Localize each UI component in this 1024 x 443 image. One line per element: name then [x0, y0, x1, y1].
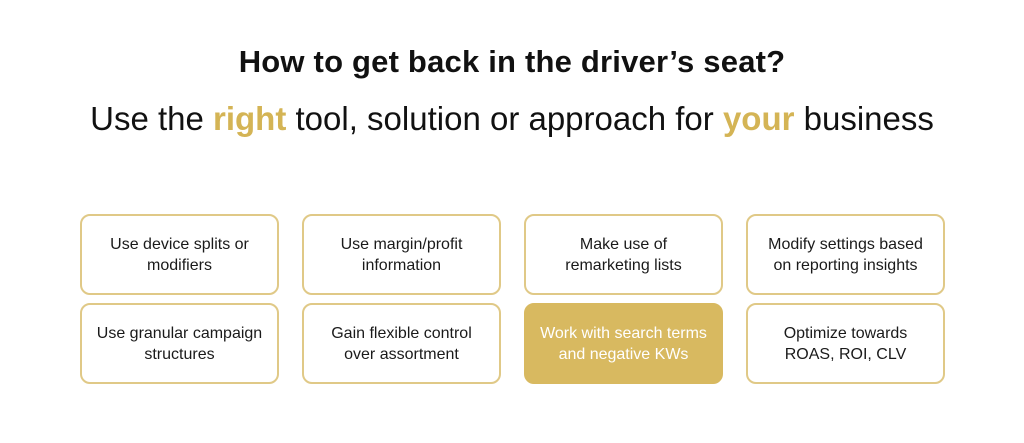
- card-text-line: Use device splits or: [110, 235, 249, 253]
- card-modify-settings: Modify settings based on reporting insig…: [746, 214, 945, 295]
- subtitle-text-middle: tool, solution or approach for: [286, 100, 723, 137]
- subtitle-text-before: Use the: [90, 100, 214, 137]
- subtitle-text-after: business: [794, 100, 934, 137]
- card-remarketing-lists: Make use of remarketing lists: [524, 214, 723, 295]
- card-text-line: ROAS, ROI, CLV: [784, 345, 907, 363]
- page-title: How to get back in the driver’s seat?: [238, 44, 786, 79]
- card-text-line: Use margin/profit: [340, 235, 463, 253]
- card-text-line: Gain flexible control: [331, 324, 472, 342]
- recommendation-grid: Use device splits or modifiers Use margi…: [80, 214, 945, 384]
- card-text-line: on reporting insights: [773, 256, 918, 274]
- card-margin-profit: Use margin/profit information: [302, 214, 501, 295]
- card-search-terms-highlighted: Work with search terms and negative KWs: [524, 303, 723, 384]
- card-text-line: Work with search terms: [540, 324, 707, 342]
- card-text-line: and negative KWs: [558, 345, 689, 363]
- subtitle-highlight-your: your: [722, 100, 795, 137]
- card-granular-structures: Use granular campaign structures: [80, 303, 279, 384]
- card-optimize-towards: Optimize towards ROAS, ROI, CLV: [746, 303, 945, 384]
- card-text-line: remarketing lists: [565, 256, 682, 274]
- card-text-line: Make use of: [579, 235, 668, 253]
- card-text-line: structures: [144, 345, 215, 363]
- card-text-line: information: [361, 256, 442, 274]
- subtitle-highlight-right: right: [213, 100, 287, 137]
- page-subtitle: Use the right tool, solution or approach…: [0, 100, 1024, 138]
- card-text-line: modifiers: [147, 256, 212, 274]
- card-text-line: Modify settings based: [768, 235, 923, 253]
- card-device-splits: Use device splits or modifiers: [80, 214, 279, 295]
- card-text-line: Use granular campaign: [96, 324, 263, 342]
- card-text-line: Optimize towards: [783, 324, 908, 342]
- card-flexible-control: Gain flexible control over assortment: [302, 303, 501, 384]
- card-text-line: over assortment: [344, 345, 459, 363]
